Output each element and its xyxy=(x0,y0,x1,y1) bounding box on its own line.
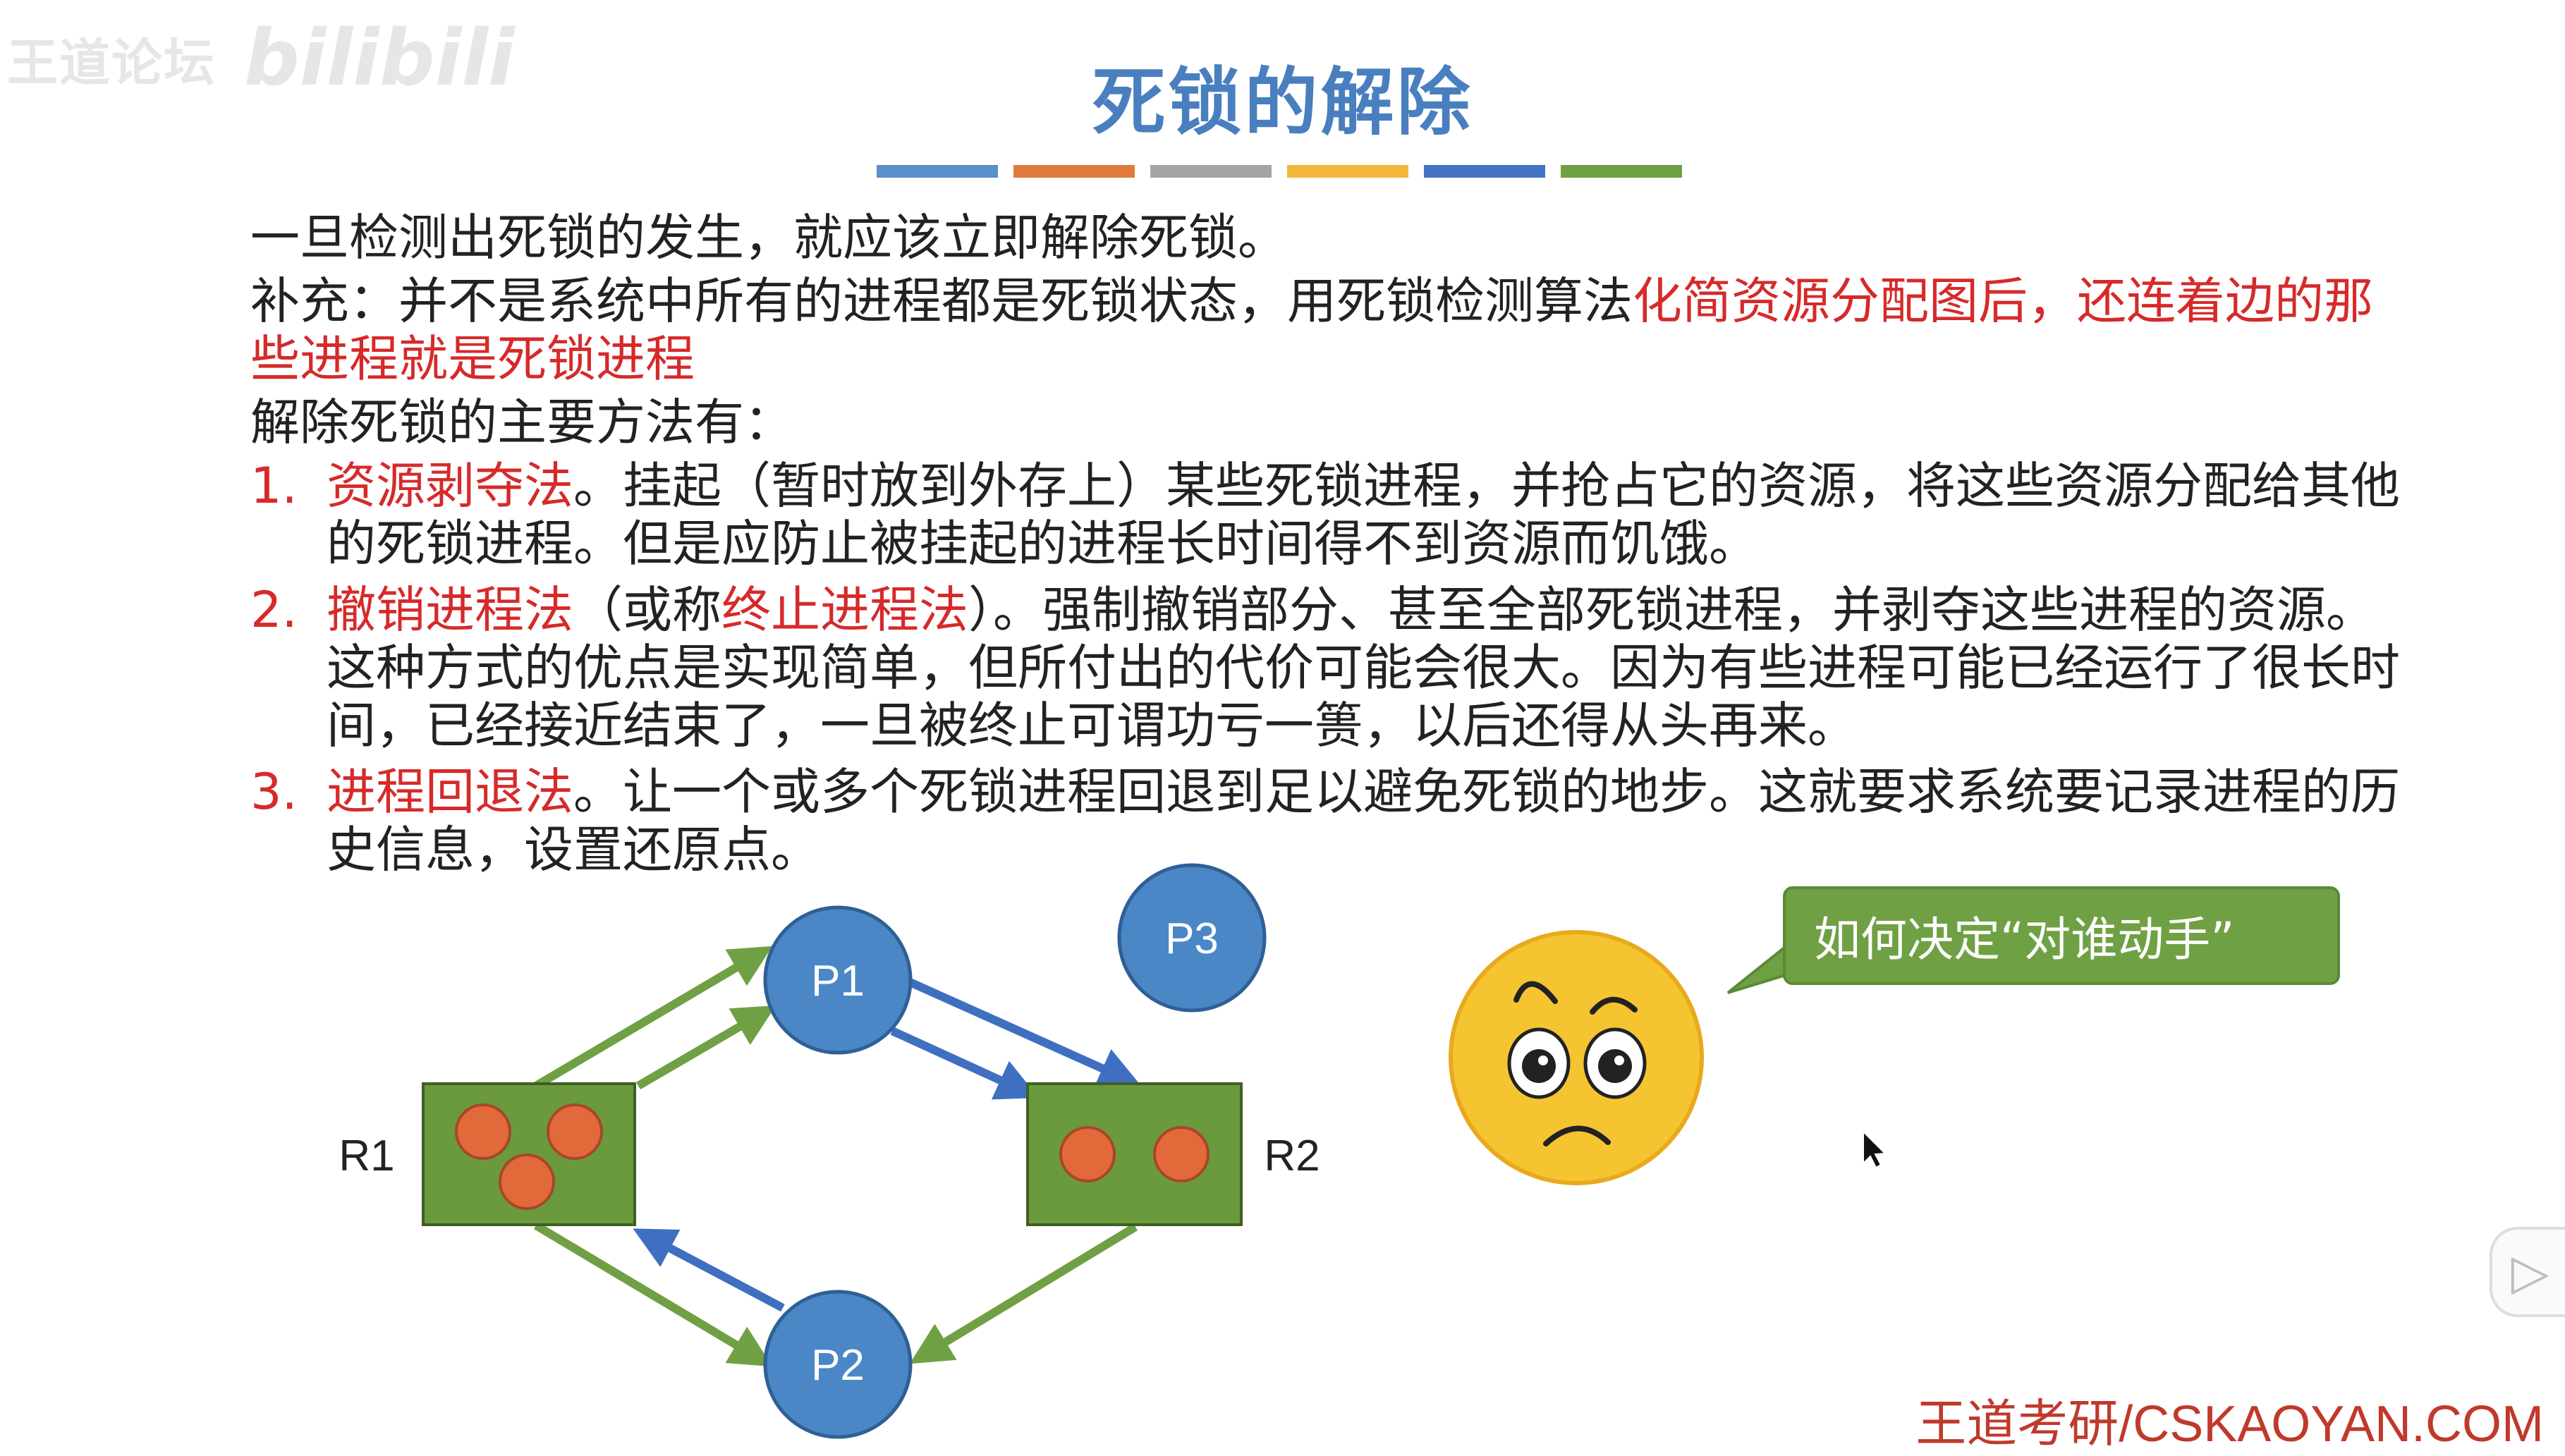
resource-token xyxy=(1153,1126,1210,1182)
method-alias: 终止进程法 xyxy=(721,581,968,639)
process-p2 xyxy=(763,1290,913,1439)
speech-bubble: 如何决定“对谁动手” xyxy=(1783,886,2340,985)
mouse-cursor-icon xyxy=(1863,1130,1887,1169)
resource-token xyxy=(499,1154,555,1210)
assign-edge-r1-p2 xyxy=(533,1221,773,1367)
resource-token xyxy=(455,1103,511,1160)
method-description: ）。强制撤销部分、甚至全部死锁进程，并剥夺这些进程的资源。这种方式的优点是实现简… xyxy=(327,581,2400,754)
supplement-highlight: 化简资源分配图后，还连着边的那些进程就是死锁进程 xyxy=(250,272,2373,388)
p2-label: P2 xyxy=(811,1341,865,1390)
method-name: 进程回退法 xyxy=(327,763,573,821)
methods-heading: 解除死锁的主要方法有： xyxy=(250,393,793,451)
assign-edge-r1-p1 xyxy=(635,1005,776,1090)
method-item: 3. 进程回退法。让一个或多个死锁进程回退到足以避免死锁的地步。这就要求系统要记录… xyxy=(250,763,2401,879)
request-edge-p1-r2 xyxy=(890,1027,1039,1100)
supplement-prefix: 补充：并不是系统中所有的进程都是死锁状态，用死锁检测算法 xyxy=(250,272,1633,330)
assign-edge-r1-p1 xyxy=(533,946,773,1090)
p3-label: P3 xyxy=(1165,914,1219,963)
play-button[interactable]: ▷ xyxy=(2490,1227,2565,1317)
assign-edge-r2-p2 xyxy=(909,1223,1138,1364)
method-number: 1. xyxy=(250,457,298,515)
method-number: 3. xyxy=(250,763,298,821)
footer-brand: 王道考研/CSKAOYAN.COM xyxy=(1915,1396,2544,1452)
method-description: 。挂起（暂时放到外存上）某些死锁进程，并抢占它的资源，将这些资源分配给其他的死锁… xyxy=(327,457,2400,573)
supplement-text: 补充：并不是系统中所有的进程都是死锁状态，用死锁检测算法化简资源分配图后，还连着… xyxy=(250,272,2401,388)
worried-face-icon xyxy=(1449,930,1704,1185)
method-aside: （或称 xyxy=(573,581,721,639)
color-segment xyxy=(1561,165,1682,178)
intro-text: 一旦检测出死锁的发生，就应该立即解除死锁。 xyxy=(250,209,1287,267)
color-segment xyxy=(877,165,998,178)
r2-label: R2 xyxy=(1264,1132,1320,1180)
process-p3 xyxy=(1117,863,1267,1013)
method-description: 。让一个或多个死锁进程回退到足以避免死锁的地步。这就要求系统要记录进程的历史信息… xyxy=(327,763,2400,879)
slide-body: 一旦检测出死锁的发生，就应该立即解除死锁。 补充：并不是系统中所有的进程都是死锁… xyxy=(250,209,2401,887)
method-item: 1. 资源剥夺法。挂起（暂时放到外存上）某些死锁进程，并抢占它的资源，将这些资源分… xyxy=(250,457,2401,573)
method-name: 资源剥夺法 xyxy=(327,457,573,515)
request-edge-p1-r2 xyxy=(906,977,1141,1088)
p1-label: P1 xyxy=(811,957,865,1005)
resource-token xyxy=(1059,1126,1116,1182)
watermark-text: 王道论坛 xyxy=(7,32,217,92)
color-segment xyxy=(1424,165,1545,178)
watermark: 王道论坛 bilibili xyxy=(7,13,515,103)
title-color-bar xyxy=(877,165,1682,178)
speech-tail xyxy=(1726,941,1789,994)
color-segment xyxy=(1150,165,1272,178)
r1-label: R1 xyxy=(339,1132,394,1180)
method-name: 撤销进程法 xyxy=(327,581,573,639)
method-number: 2. xyxy=(250,581,298,639)
color-segment xyxy=(1013,165,1135,178)
bilibili-logo: bilibili xyxy=(244,13,515,103)
color-segment xyxy=(1287,165,1408,178)
resource-token xyxy=(547,1103,603,1160)
slide-title: 死锁的解除 xyxy=(1092,59,1473,145)
request-edge-p2-r1 xyxy=(633,1228,785,1312)
method-item: 2. 撤销进程法（或称终止进程法）。强制撤销部分、甚至全部死锁进程，并剥夺这些进程… xyxy=(250,581,2401,754)
process-p1 xyxy=(763,905,913,1055)
methods-list: 1. 资源剥夺法。挂起（暂时放到外存上）某些死锁进程，并抢占它的资源，将这些资源分… xyxy=(250,457,2401,879)
play-icon: ▷ xyxy=(2511,1243,2549,1301)
